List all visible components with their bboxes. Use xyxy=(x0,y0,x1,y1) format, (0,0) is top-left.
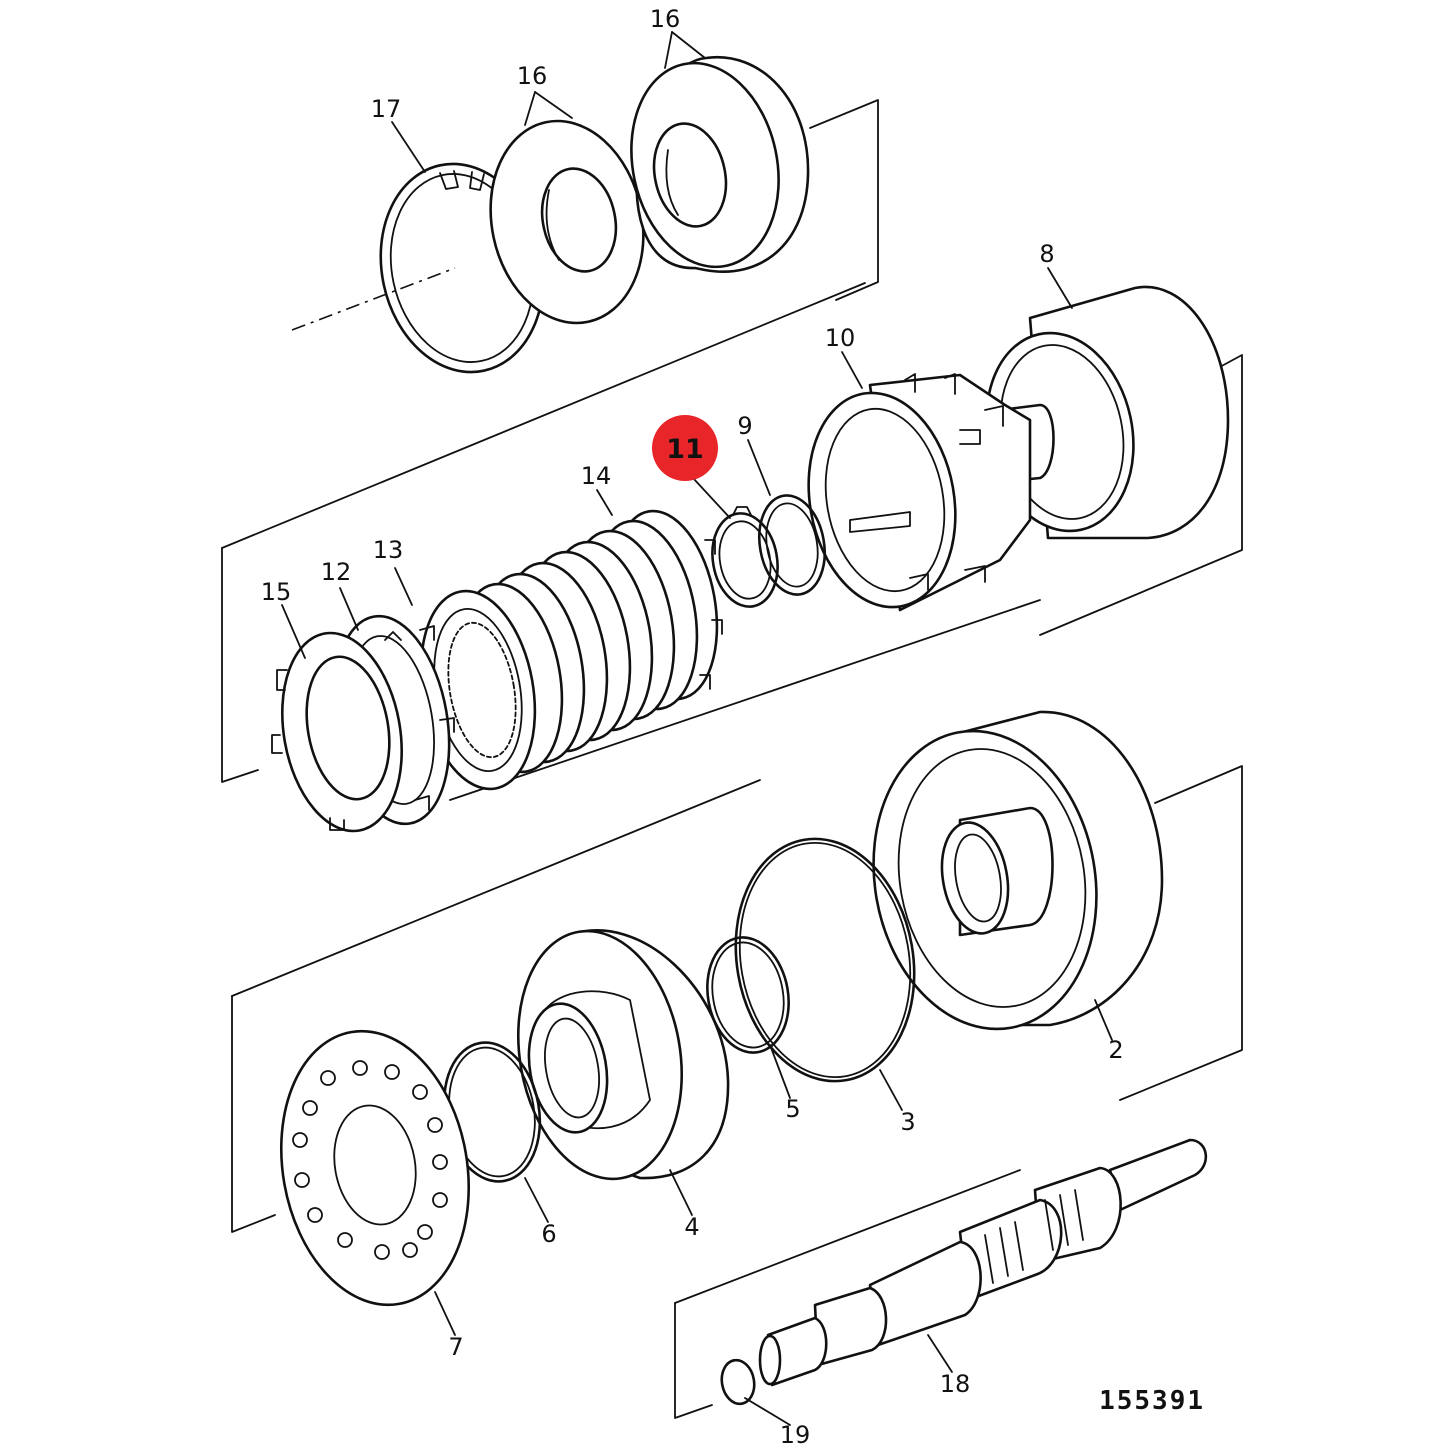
part-11-snap-ring xyxy=(711,506,779,608)
callout-13: 13 xyxy=(373,536,404,564)
callout-16-rear: 16 xyxy=(650,5,681,33)
part-16-disc-rear xyxy=(630,55,810,273)
group-frame-piston xyxy=(231,765,1243,1233)
figure-number: 155391 xyxy=(1099,1386,1205,1416)
group-frame-shaft xyxy=(674,1169,1021,1419)
callout-8: 8 xyxy=(1039,240,1054,268)
part-5-seal-ring xyxy=(706,936,790,1054)
highlight-marker xyxy=(652,415,718,481)
callout-12: 12 xyxy=(321,558,352,586)
callout-labels: 17 16 16 8 10 9 11 14 13 12 15 2 3 5 4 6… xyxy=(261,5,1124,1445)
callout-11: 11 xyxy=(666,434,704,465)
part-4-piston xyxy=(516,929,730,1181)
callout-14: 14 xyxy=(581,462,612,490)
callout-17: 17 xyxy=(371,95,402,123)
callout-4: 4 xyxy=(684,1213,699,1241)
part-15-thrust-plate xyxy=(271,631,404,833)
part-3-seal-ring xyxy=(734,837,916,1083)
callout-6: 6 xyxy=(541,1220,556,1248)
callout-19: 19 xyxy=(780,1421,811,1445)
callout-3: 3 xyxy=(900,1108,915,1136)
part-2-piston-housing xyxy=(872,710,1164,1031)
callout-2: 2 xyxy=(1108,1036,1123,1064)
callout-15: 15 xyxy=(261,578,292,606)
callout-10: 10 xyxy=(825,324,856,352)
part-18-input-shaft xyxy=(758,1138,1207,1387)
part-7-spring-plate xyxy=(279,1029,471,1307)
callout-5: 5 xyxy=(785,1095,800,1123)
callout-18: 18 xyxy=(940,1370,971,1398)
part-10-clutch-hub xyxy=(807,373,1055,612)
group-frame-clutch xyxy=(221,282,1243,801)
callout-9: 9 xyxy=(737,412,752,440)
leader-lines xyxy=(281,31,1113,1426)
group-frame-top xyxy=(291,99,879,331)
callout-16-front: 16 xyxy=(517,62,548,90)
callout-7: 7 xyxy=(448,1333,463,1361)
part-19-snap-ring xyxy=(720,1358,756,1406)
